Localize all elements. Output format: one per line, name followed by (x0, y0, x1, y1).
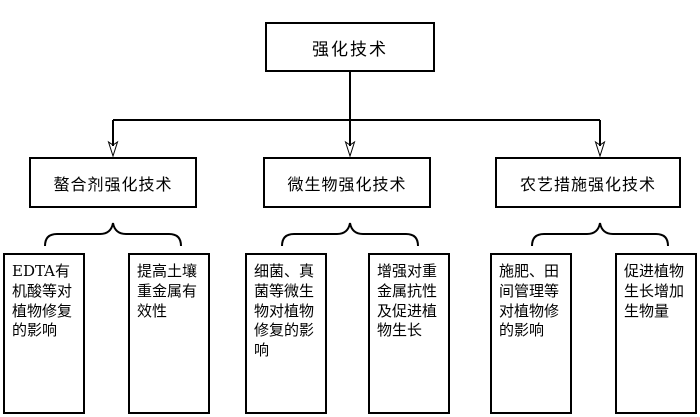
branch-node-label-microbial: 微生物强化技术 (287, 174, 407, 194)
leaf-node-label-bioavail: 提高土壤重金属有效性 (137, 262, 198, 320)
leaf-node-biomass: 促进植物生长增加生物量 (615, 253, 697, 414)
root-node-strengthening-technology: 强化技术 (265, 22, 435, 72)
leaf-node-bioavail: 提高土壤重金属有效性 (128, 253, 210, 414)
arrow-head-agronomic (594, 140, 606, 158)
leaf-node-label-resistance: 增强对重金属抗性及促进植物生长 (377, 262, 438, 340)
branch-node-microbial: 微生物强化技术 (263, 157, 431, 208)
branch-node-label-agronomic: 农艺措施强化技术 (519, 174, 656, 194)
leaf-node-label-bacteria-fungi: 细菌、真菌等微生物对植物修复的影响 (254, 262, 315, 360)
branch-node-agronomic: 农艺措施强化技术 (495, 157, 681, 208)
brace-agronomic (531, 222, 669, 247)
branch-node-label-chelate: 螯合剂强化技术 (53, 174, 173, 194)
root-node-label: 强化技术 (312, 39, 388, 60)
branch-node-chelate: 螯合剂强化技术 (29, 157, 197, 208)
brace-microbial (281, 222, 419, 247)
leaf-node-bacteria-fungi: 细菌、真菌等微生物对植物修复的影响 (245, 253, 327, 414)
leaf-node-edta: EDTA有机酸等对植物修复的影响 (3, 253, 85, 414)
leaf-node-label-edta: EDTA有机酸等对植物修复的影响 (12, 262, 73, 340)
leaf-node-fertilize: 施肥、田间管理等对植物修的影响 (490, 253, 572, 414)
brace-chelate (44, 222, 182, 247)
leaf-node-label-biomass: 促进植物生长增加生物量 (624, 262, 685, 320)
arrow-head-chelate (107, 140, 119, 158)
leaf-node-label-fertilize: 施肥、田间管理等对植物修的影响 (499, 262, 560, 340)
leaf-node-resistance: 增强对重金属抗性及促进植物生长 (368, 253, 450, 414)
arrow-head-microbial (344, 140, 356, 158)
